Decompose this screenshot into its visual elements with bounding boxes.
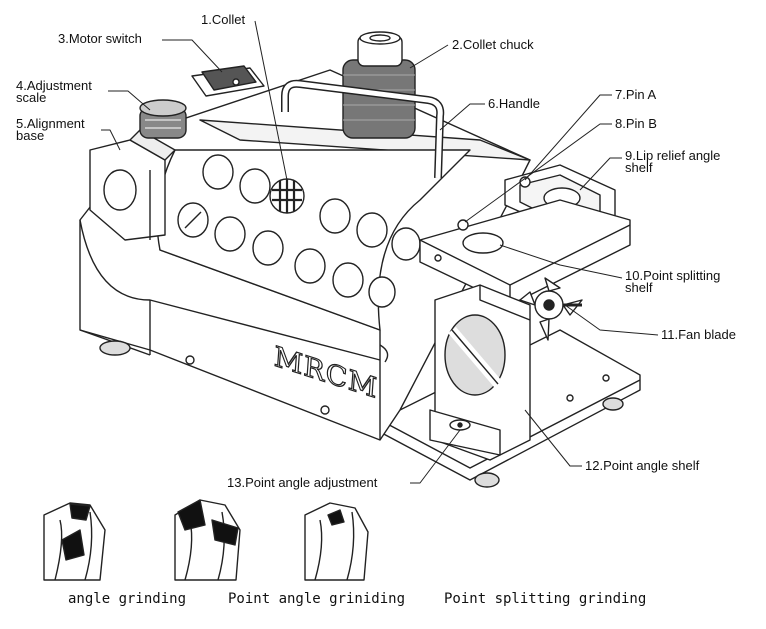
drill-bit-point-splitting xyxy=(304,502,369,581)
caption-point-angle-grinding: Point angle griniding xyxy=(228,591,406,607)
label-adjustment-scale: 4.Adjustment scale xyxy=(16,78,92,105)
label-collet-chuck: 2.Collet chuck xyxy=(452,37,534,52)
leader-lines xyxy=(101,20,659,484)
adjustment-scale-knob xyxy=(139,99,187,139)
label-point-angle-shelf: 12.Point angle shelf xyxy=(585,458,700,473)
label-handle: 6.Handle xyxy=(488,96,541,111)
label-motor-switch: 3.Motor switch xyxy=(58,31,142,46)
label-alignment-base: 5.Alignment base xyxy=(16,116,85,143)
label-point-splitting-shelf: 10.Point splitting shelf xyxy=(625,268,721,295)
handle xyxy=(281,79,445,179)
point-angle-adjustment xyxy=(449,419,471,431)
fan-blade xyxy=(519,277,583,341)
point-splitting-shelf xyxy=(419,199,631,306)
label-point-angle-adjustment: 13.Point angle adjustment xyxy=(227,475,378,490)
label-pin-b: 8.Pin B xyxy=(615,116,657,131)
collet xyxy=(269,178,305,214)
label-pin-a: 7.Pin A xyxy=(615,87,657,102)
point-angle-shelf xyxy=(429,284,531,461)
drill-bit-angle-grinding xyxy=(43,502,106,581)
drill-bit-point-angle xyxy=(174,499,241,581)
front-panel xyxy=(156,149,471,363)
label-lip-relief-angle-shelf: 9.Lip relief angle shelf xyxy=(625,148,721,175)
motor-switch xyxy=(191,65,265,97)
caption-point-splitting-grinding: Point splitting grinding xyxy=(444,591,647,607)
label-collet: 1.Collet xyxy=(201,12,246,27)
alignment-base xyxy=(89,129,176,241)
caption-angle-grinding: angle grinding xyxy=(68,591,187,607)
label-fan-blade: 11.Fan blade xyxy=(661,327,736,342)
collet-chuck xyxy=(342,31,416,139)
